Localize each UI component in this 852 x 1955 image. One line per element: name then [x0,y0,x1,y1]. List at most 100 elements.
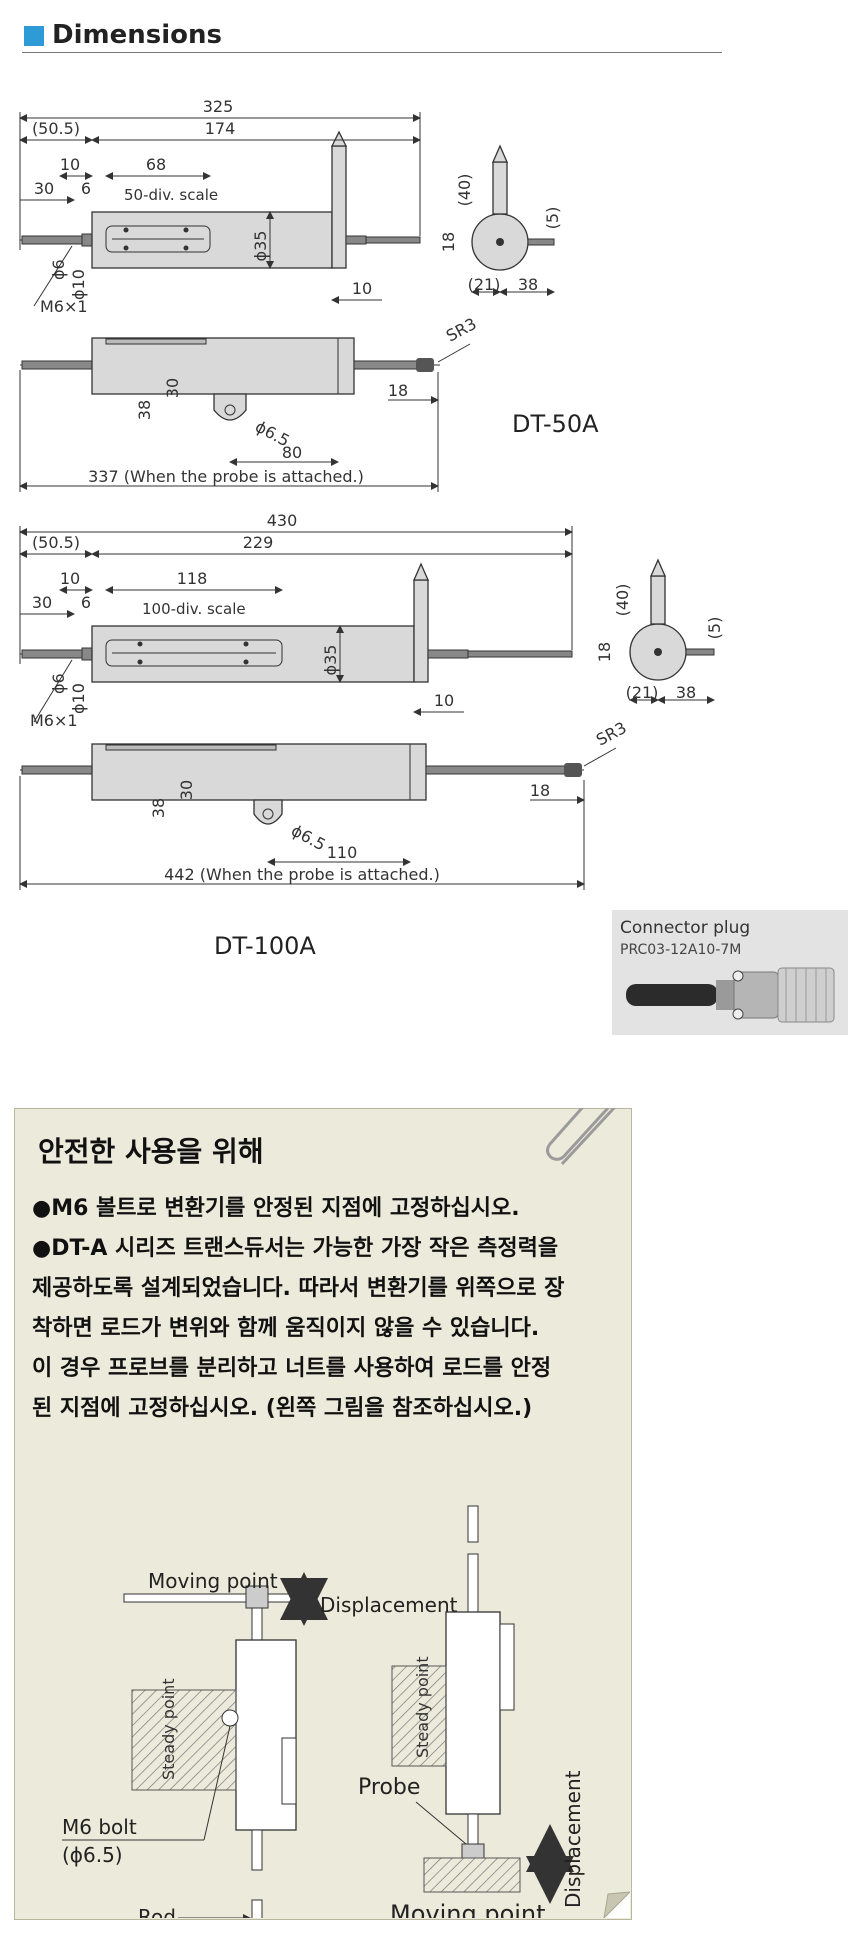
dt100-dim-30: 30 [32,593,52,612]
fig-m6-dia: (ϕ6.5) [62,1843,123,1867]
dt100-b-18: 18 [530,781,550,800]
dt100-b-110: 110 [327,843,358,862]
fig-rod: Rod [138,1905,176,1918]
dt50-side-40: (40) [455,174,474,207]
dt50-side-38: 38 [518,275,538,294]
dt50-dia35: ϕ35 [251,231,270,262]
dt100-top-view [20,562,573,683]
dt100-b-30: 30 [177,780,196,800]
dt50-dim-68: 68 [146,155,166,174]
dt50-side-18: 18 [439,232,458,252]
dt100-bottom-body [91,743,427,801]
note-line-3: 제공하도록 설계되었습니다. 따라서 변환기를 위쪽으로 장 [32,1276,565,1301]
installation-figures: Moving point Displacement Steady point M… [62,1505,585,1918]
dt100-body [91,625,415,683]
dt100-scale-label: 100-div. scale [142,600,246,618]
note-title: 안전한 사용을 위해 [38,1135,264,1168]
dt50-dia10: ϕ10 [69,269,88,300]
dt50-dim-10: 10 [60,155,80,174]
dt100-dimensions: 430 (50.5) 229 10 118 30 6 100-div. scal… [19,511,573,730]
dt100-dia10: ϕ10 [69,683,88,714]
dt100-b-sr3: SR3 [593,718,630,750]
dt100-side-18: 18 [595,642,614,662]
section-header: Dimensions [22,10,722,54]
dt100-dim-body: 229 [243,533,274,552]
fig-steady-left: Steady point [159,1678,178,1780]
fig-probe: Probe [358,1775,420,1800]
dt50-b-18: 18 [388,381,408,400]
dt100-side-40: (40) [613,584,632,617]
dt50-side-21: (21) [468,275,501,294]
connector-title: Connector plug [620,918,751,938]
dt50-dim-offset: (50.5) [32,119,80,138]
dt50-dimensions: 325 (50.5) 174 10 68 30 6 50-div. scale … [19,97,421,316]
dt100-dim-offset: (50.5) [32,533,80,552]
dt50-bottom-body [91,337,355,395]
dt100-side-view: (40) 18 (5) (21) 38 [595,558,724,704]
dt100-bottom-view: SR3 18 30 38 ϕ6.5 110 442 (When the prob… [19,718,630,960]
fig-m6-bolt: M6 bolt [62,1815,137,1839]
connector-plug-image [626,967,835,1023]
note-decoration [545,1108,630,1918]
dt100-dia35: ϕ35 [321,645,340,676]
fig-steady-right: Steady point [413,1656,432,1758]
dt100-post [413,579,429,683]
dt100-dim-total: 430 [267,511,298,530]
dt100-dim-118: 118 [177,569,208,588]
note-line-6: 된 지점에 고정하십시오. (왼쪽 그림을 참조하십시오.) [32,1396,533,1421]
note-line-1: ●M6 볼트로 변환기를 안정된 지점에 고정하십시오. [32,1196,520,1221]
dt100-dim-10: 10 [60,569,80,588]
dt50-dim-30: 30 [34,179,54,198]
dt50-b-30: 30 [163,378,182,398]
dt50-b-80: 80 [282,443,302,462]
dt100-dim-6: 6 [81,593,91,612]
dt50-b-total: 337 (When the probe is attached.) [88,467,364,486]
dt50-b-38: 38 [135,400,154,420]
connector-plug-panel: Connector plug PRC03-12A10-7M [612,910,848,1035]
fig-displacement-right: Displacement [561,1770,585,1908]
fig-moving-point-top: Moving point [148,1569,278,1593]
dt50-dim-total: 325 [203,97,234,116]
dt100-b-38: 38 [149,798,168,818]
note-line-5: 이 경우 프로브를 분리하고 너트를 사용하여 로드를 안정 [32,1356,552,1381]
dt50-post [331,145,347,269]
steady-point-block-right [391,1665,447,1767]
dt50-bottom-view: SR3 18 30 38 ϕ6.5 80 337 (When the probe… [19,314,599,492]
fig-left: Moving point Displacement Steady point M… [62,1569,458,1918]
dt50-dim-body: 174 [205,119,236,138]
dt100-b-total: 442 (When the probe is attached.) [164,865,440,884]
dt100-b-dia65: ϕ6.5 [288,821,329,855]
dt50-scale-window [105,225,211,253]
dt100-dia6: ϕ6 [49,673,68,694]
paperclip-icon [545,1108,617,1166]
dt50-top-view [20,130,421,269]
note-line-2: ●DT-A 시리즈 트랜스듀서는 가능한 가장 작은 측정력을 [32,1236,559,1261]
steady-point-block-left [131,1689,237,1791]
connector-model: PRC03-12A10-7M [620,942,742,958]
dt100-side-21: (21) [626,683,659,702]
page-title: Dimensions [52,20,222,50]
header-accent-square [24,26,44,46]
dt50-b-sr3: SR3 [443,314,480,346]
dt50-thread: M6×1 [40,297,88,316]
dt50-dim-tail10: 10 [352,279,372,298]
dimension-drawings: 325 (50.5) 174 10 68 30 6 50-div. scale … [19,97,724,960]
dt100-side-38: 38 [676,683,696,702]
dt50-side-5: (5) [543,207,562,230]
fig-displacement-top: Displacement [320,1593,458,1617]
dt100-scale-window [105,639,283,667]
dt50-scale-label: 50-div. scale [124,186,218,204]
dt50-dim-6: 6 [81,179,91,198]
safety-note: 안전한 사용을 위해 ●M6 볼트로 변환기를 안정된 지점에 고정하십시오. … [14,1108,632,1920]
dt100-thread: M6×1 [30,711,78,730]
fig-right: Steady point Probe Displacement Moving p… [358,1505,585,1918]
dt100-dim-tail10: 10 [434,691,454,710]
dt50-model-label: DT-50A [512,410,599,438]
dt50-side-view: (40) 18 (5) (21) 38 [439,144,562,296]
fig-moving-point-bottom: Moving point [390,1900,546,1918]
dt50-body [91,211,333,269]
dt100-side-5: (5) [705,617,724,640]
note-paper [14,1108,632,1920]
header-rule [22,52,722,53]
note-line-4: 착하면 로드가 변위와 함께 움직이지 않을 수 있습니다. [32,1316,540,1341]
